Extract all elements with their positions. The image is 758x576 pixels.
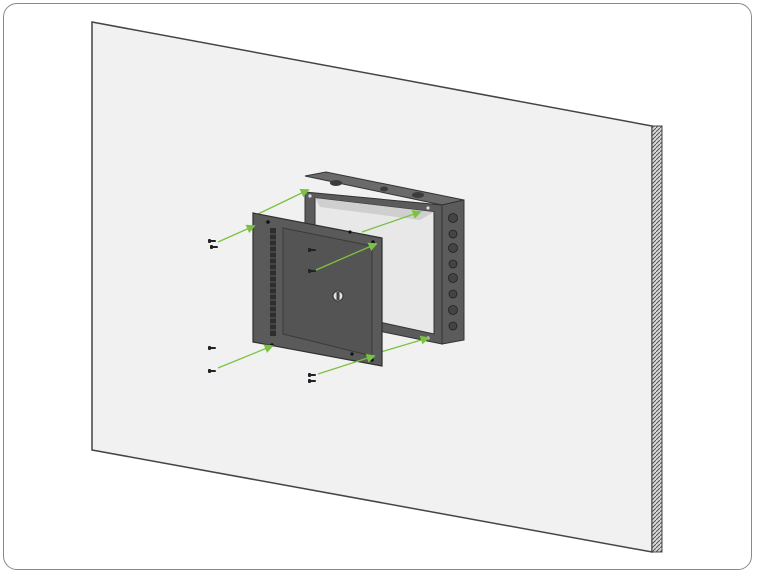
- key-lock-icon: [332, 290, 344, 302]
- knockout-side-2: [448, 229, 458, 239]
- back-box-interior-shadow: [315, 198, 434, 220]
- screw-icon: [208, 346, 216, 350]
- knockout-side-1: [448, 213, 458, 223]
- screw-icon: [308, 269, 316, 273]
- screw-icon: [308, 248, 316, 252]
- arrow-icon: [315, 242, 378, 271]
- knockout-side-3: [448, 243, 458, 253]
- box-hole-tl: [308, 194, 312, 198]
- door-panel: [282, 227, 373, 357]
- screws: [208, 239, 316, 383]
- cover-hole-mid2: [350, 352, 354, 356]
- front-cover: [252, 212, 383, 367]
- knockout-side-8: [448, 321, 458, 331]
- knockout-side-7: [448, 305, 458, 315]
- knockout-top-2: [380, 186, 388, 192]
- knockout-side-6: [448, 289, 458, 299]
- screw-icon: [308, 373, 316, 377]
- knockout-side-4: [448, 259, 458, 269]
- cover-hole-tl: [266, 220, 270, 224]
- screw-icon: [210, 245, 218, 249]
- knockout-top-1: [330, 180, 342, 186]
- cover-hole-br: [370, 358, 374, 362]
- arrow-icon: [373, 335, 430, 355]
- screw-icon: [308, 379, 316, 383]
- knockout-top-3: [412, 192, 424, 198]
- arrow-icon: [317, 353, 376, 375]
- side-knockouts: [448, 213, 458, 331]
- hinge-ticks: [270, 233, 276, 331]
- box-hole-tr: [426, 206, 430, 210]
- screw-icon: [208, 239, 216, 243]
- arrow-icon: [217, 344, 274, 369]
- screw-icon: [208, 369, 216, 373]
- arrow-icon: [257, 189, 310, 215]
- cover-hole-mid1: [348, 230, 352, 234]
- arrow-icon: [217, 224, 256, 243]
- arrow-icon: [361, 210, 422, 233]
- wall-edge: [651, 125, 663, 553]
- cover-hole-tr: [371, 240, 375, 244]
- knockout-side-5: [448, 273, 458, 283]
- arrows-screws-to-cover: [217, 224, 378, 375]
